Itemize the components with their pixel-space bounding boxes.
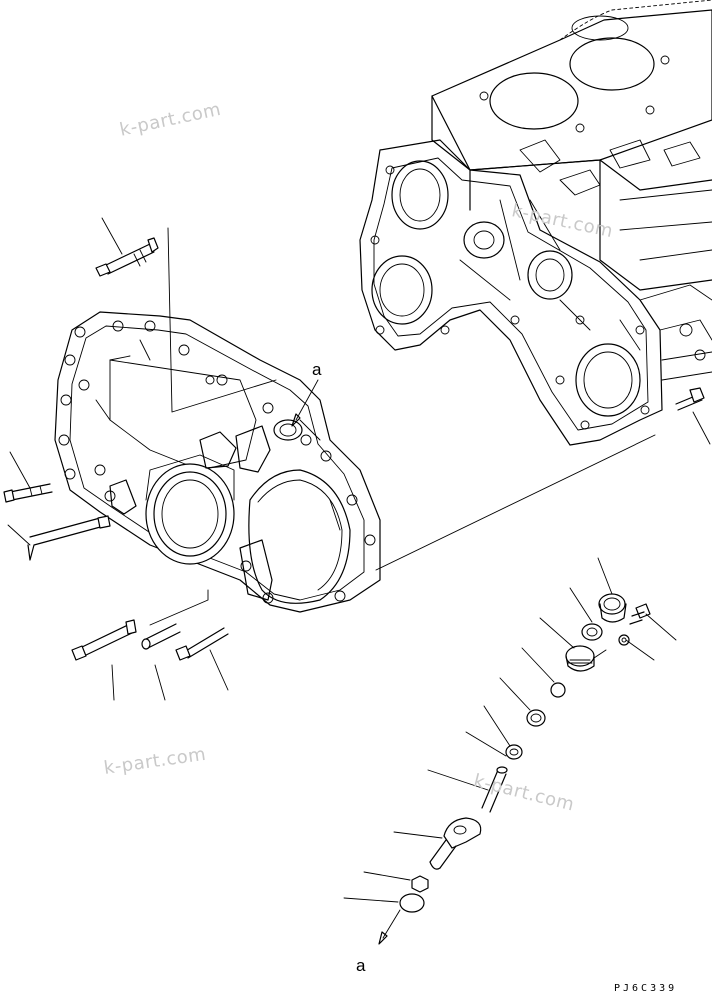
washer: [618, 634, 630, 646]
callout-a-upper: a: [312, 360, 322, 379]
leader-lines: [7, 217, 711, 945]
part-leaders: [343, 557, 655, 903]
pipe: [481, 766, 508, 813]
dowel-pin: [141, 623, 181, 650]
front-cover: [54, 311, 381, 613]
filler-cap: [598, 593, 627, 623]
spring-seat: [526, 709, 546, 727]
small-bolt: [629, 603, 677, 641]
valve-body: [565, 645, 607, 672]
cylinder-block: [359, 0, 712, 446]
o-ring: [505, 744, 523, 760]
block-side-bolt: [675, 387, 705, 411]
dipstick-guide: [27, 515, 111, 561]
left-bolt: [3, 483, 53, 503]
lower-long-bolt: [71, 619, 137, 661]
nut: [411, 875, 429, 893]
cap-plug: [399, 893, 425, 913]
drawing-code: PJ6C339: [614, 983, 678, 994]
lower-short-bolt: [175, 627, 229, 661]
gasket-ring: [581, 623, 603, 641]
callout-a-lower: a: [356, 956, 366, 975]
filler-tube: [429, 817, 482, 870]
upper-bolt: [95, 237, 159, 277]
ball: [550, 682, 566, 698]
